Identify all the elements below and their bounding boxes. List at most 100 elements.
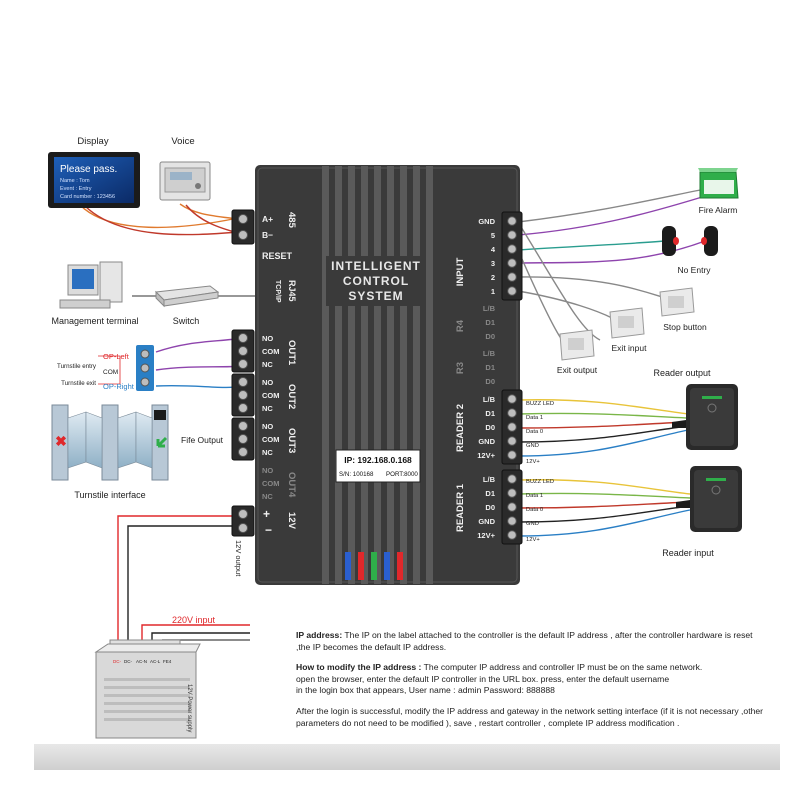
note-after-text: After the login is successful, modify th… <box>296 706 764 728</box>
left-terminals <box>231 209 255 537</box>
pin-12v-minus: − <box>265 523 272 537</box>
note-modify-text-2: open the browser, enter the default IP c… <box>296 673 670 684</box>
group-r3: R3 <box>455 362 466 374</box>
reader2-gnd: GND <box>478 437 495 446</box>
exit-input-device <box>609 307 645 339</box>
group-rj45: RJ45 <box>287 280 297 302</box>
led-red-2 <box>397 552 403 580</box>
stop-button-device <box>659 287 695 317</box>
r1-wire-gnd: GND <box>526 521 539 527</box>
note-modify-text-3: in the login box that appears, User name… <box>296 685 555 695</box>
out3-no: NO <box>262 422 273 431</box>
fire-alarm-device <box>698 168 739 199</box>
out2-no: NO <box>262 378 273 387</box>
input-220v-label: 220V input <box>172 615 216 625</box>
r3-d1: D1 <box>485 363 495 372</box>
led-blue <box>345 552 351 580</box>
screen-line-2: Name : Tom <box>60 178 90 184</box>
turnstile-terminal <box>98 345 154 391</box>
reader1-d1: D1 <box>485 489 495 498</box>
ps-term-4: AC-L <box>150 659 161 664</box>
input-gnd: GND <box>478 217 495 226</box>
wires <box>79 187 713 641</box>
left-screws <box>238 214 248 533</box>
switch-device <box>154 285 220 308</box>
r2-wire-data0: Data 0 <box>526 429 543 435</box>
led-green <box>371 552 377 580</box>
computer-device <box>59 261 123 309</box>
r3-lb: L/B <box>483 349 496 358</box>
power-supply <box>94 639 201 739</box>
display-device: Please pass. Name : Tom Event : Entry Ca… <box>48 152 140 208</box>
reader2-d1: D1 <box>485 409 495 418</box>
voice-device <box>159 161 211 201</box>
right-screws <box>507 216 517 540</box>
input-4: 4 <box>491 245 496 254</box>
group-reset: RESET <box>262 251 293 261</box>
note-ip-title: IP address: <box>296 630 343 640</box>
note-ip-address: IP address: The IP on the label attached… <box>296 630 766 653</box>
floor-band <box>34 744 780 770</box>
r1-wire-12v: 12V+ <box>526 537 540 543</box>
controller-box <box>255 165 520 585</box>
controller-title-1: INTELLIGENT <box>331 259 421 273</box>
group-out2: OUT2 <box>286 384 297 409</box>
deny-cross-icon: ✖ <box>55 433 67 449</box>
output-12v-label: 12V output <box>234 540 243 577</box>
out1-no: NO <box>262 334 273 343</box>
management-terminal-label: Management terminal <box>51 316 138 326</box>
op-right-label: OP-Right <box>103 382 135 391</box>
allow-arrow-icon <box>156 436 168 448</box>
group-12v: 12V <box>286 512 297 530</box>
out3-com: COM <box>262 435 280 444</box>
reader-input-device <box>676 466 742 532</box>
group-485: 485 <box>286 212 297 229</box>
group-out3: OUT3 <box>286 428 297 453</box>
r4-d1: D1 <box>485 318 495 327</box>
r1-wire-data0: Data 0 <box>526 507 543 513</box>
switch-label: Switch <box>173 316 200 326</box>
r2-wire-buzz: BUZZ LED <box>526 401 554 407</box>
out3-nc: NC <box>262 448 273 457</box>
controller-ribs <box>322 166 433 584</box>
reader2-12v: 12V+ <box>477 451 495 460</box>
input-2: 2 <box>491 273 495 282</box>
r2-wire-12v: 12V+ <box>526 459 540 465</box>
r1-wire-data1: Data 1 <box>526 493 543 499</box>
ps-term-3: AC-N <box>136 659 147 664</box>
pin-a-plus: A+ <box>262 214 273 224</box>
port-label: PORT:8000 <box>386 471 418 478</box>
ip-label: IP: 192.168.0.168 <box>344 455 412 465</box>
r2-wire-data1: Data 1 <box>526 415 543 421</box>
r3-d0: D0 <box>485 377 495 386</box>
reader2-lb: L/B <box>483 395 496 404</box>
controller-title-3: SYSTEM <box>348 289 403 303</box>
r2-wire-gnd: GND <box>526 443 539 449</box>
op-left-label: OP-Left <box>103 352 130 361</box>
stop-button-label: Stop button <box>663 322 707 332</box>
screen-line-4: Card number : 123456 <box>60 194 115 200</box>
group-out4: OUT4 <box>286 472 297 498</box>
ps-term-2: DC- <box>124 659 132 664</box>
r4-d0: D0 <box>485 332 495 341</box>
reader1-12v: 12V+ <box>477 531 495 540</box>
note-after-login: After the login is successful, modify th… <box>296 706 766 729</box>
out2-com: COM <box>262 391 280 400</box>
input-5: 5 <box>491 231 495 240</box>
note-modify-title: How to modify the IP address : <box>296 662 422 672</box>
out4-com: COM <box>262 479 280 488</box>
com-label: COM <box>103 369 118 376</box>
group-reader2: READER 2 <box>455 404 466 452</box>
group-reader1: READER 1 <box>455 483 466 532</box>
reader1-gnd: GND <box>478 517 495 526</box>
reader1-lb: L/B <box>483 475 496 484</box>
note-modify-text-1: The computer IP address and controller I… <box>421 662 703 672</box>
exit-input-label: Exit input <box>612 343 648 353</box>
ps-term-5: FE4 <box>163 659 172 664</box>
reader1-d0: D0 <box>485 503 495 512</box>
note-ip-text: The IP on the label attached to the cont… <box>296 630 753 652</box>
led-blue-2 <box>384 552 390 580</box>
turnstile-interface-label: Turnstile interface <box>74 490 145 500</box>
voice-label: Voice <box>171 136 194 147</box>
